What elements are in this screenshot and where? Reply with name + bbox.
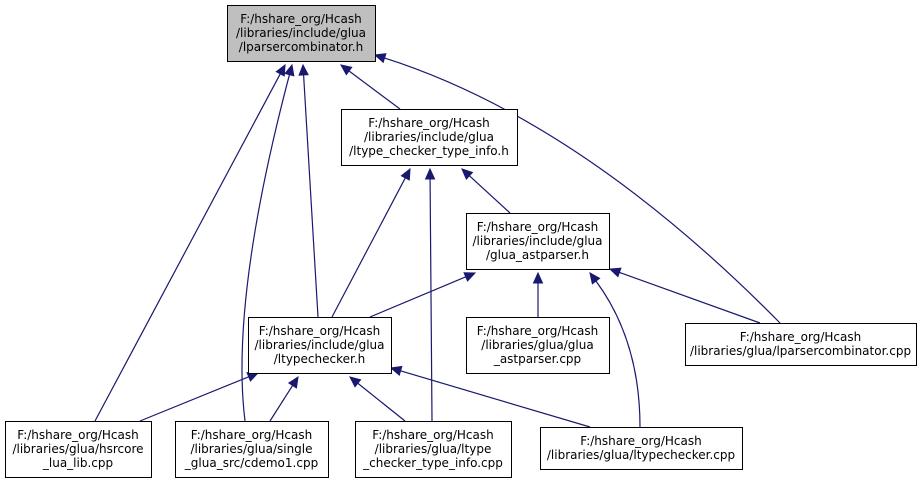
arrowhead-icon (298, 63, 309, 76)
node-box (355, 421, 512, 478)
node-root[interactable]: F:/hshare_org/Hcash/libraries/include/gl… (227, 5, 376, 62)
edge-line (331, 176, 407, 318)
node-box (248, 317, 392, 374)
node-box (341, 109, 518, 166)
arrowhead-icon (400, 167, 411, 181)
edge-root-to-cdemo_cpp (241, 63, 295, 422)
edge-line (269, 384, 294, 422)
edge-line (429, 177, 433, 422)
node-typechecker-h[interactable]: F:/hshare_org/Hcash/libraries/include/gl… (248, 317, 392, 374)
edge-line (356, 382, 406, 422)
node-label-line: /libraries/include/glua (236, 26, 366, 40)
arrowhead-icon (340, 64, 353, 76)
arrowhead-icon (461, 168, 474, 180)
edge-line (94, 72, 282, 422)
node-label-line: F:/hshare_org/Hcash (191, 428, 312, 442)
edge-line (594, 279, 641, 428)
edge-line (383, 57, 781, 324)
arrowhead-icon (463, 272, 477, 282)
edge-typechecker_h-to-typeinfo_cpp (349, 376, 406, 422)
node-label-line: F:/hshare_org/Hcash (477, 220, 598, 234)
edge-root-to-typechecker_h (298, 63, 319, 318)
node-label-line: /libraries/include/glua (255, 338, 385, 352)
arrowhead-icon (287, 375, 299, 389)
edge-line (241, 73, 291, 422)
node-label-line: /glua_astparser.h (486, 248, 589, 262)
edge-typechecker_h-to-typechecker_cpp (389, 365, 591, 428)
node-label-line: /libraries/glua/lparsercombinator.cpp (690, 344, 911, 358)
node-label-line: F:/hshare_org/Hcash (17, 428, 138, 442)
node-label-line: _lua_lib.cpp (42, 456, 113, 470)
edge-astparser_h-to-typechecker_h (369, 272, 477, 318)
arrowhead-icon (275, 63, 286, 77)
edge-typeinfo_h-to-typeinfo_cpp (424, 167, 436, 422)
edge-root-to-lparsercomb_cpp (373, 53, 781, 324)
node-label-line: /libraries/glua/hsrcore (12, 442, 143, 456)
edge-line (618, 271, 761, 324)
node-label-line: /libraries/glua/glua (481, 338, 593, 352)
edge-typeinfo_h-to-typechecker_h (331, 167, 411, 318)
node-label-line: /libraries/include/glua (364, 130, 494, 144)
node-cdemo-cpp[interactable]: F:/hshare_org/Hcash/libraries/glua/singl… (175, 421, 329, 478)
node-typechecker-cpp[interactable]: F:/hshare_org/Hcash/libraries/glua/ltype… (540, 427, 743, 470)
arrowhead-icon (349, 376, 362, 388)
node-typeinfo-cpp[interactable]: F:/hshare_org/Hcash/libraries/glua/ltype… (355, 421, 512, 478)
node-label-line: F:/hshare_org/Hcash (240, 12, 361, 26)
edges-layer (94, 53, 781, 428)
edge-typechecker_h-to-hsrcore_cpp (139, 372, 260, 422)
node-label-line: /ltype_checker_type_info.h (349, 144, 509, 158)
node-box (175, 421, 329, 478)
edge-line (139, 375, 250, 422)
node-box (685, 323, 917, 366)
arrowhead-icon (589, 272, 601, 285)
node-label-line: /ltypechecker.h (274, 352, 366, 366)
edge-astparser_h-to-lparsercomb_cpp (608, 267, 761, 324)
node-label-line: _checker_type_info.cpp (362, 456, 503, 470)
arrowhead-icon (532, 271, 544, 284)
node-lparsercomb-cpp[interactable]: F:/hshare_org/Hcash/libraries/glua/lpars… (685, 323, 917, 366)
node-label-line: /libraries/include/glua (473, 234, 603, 248)
nodes-layer: F:/hshare_org/Hcash/libraries/include/gl… (5, 5, 917, 478)
edge-line (399, 369, 591, 428)
edge-astparser_h-to-typechecker_cpp (589, 272, 641, 428)
edge-line (302, 73, 319, 318)
node-box (466, 317, 610, 374)
edge-typeinfo_h-to-astparser_h (461, 168, 511, 214)
node-box (227, 5, 376, 62)
edge-typechecker_h-to-cdemo_cpp (269, 375, 299, 422)
arrowhead-icon (284, 63, 295, 77)
arrowhead-icon (424, 167, 436, 180)
node-box (5, 421, 152, 478)
edge-root-to-hsrcore_cpp (94, 63, 286, 422)
node-label-line: F:/hshare_org/Hcash (368, 116, 489, 130)
node-label-line: F:/hshare_org/Hcash (259, 324, 380, 338)
node-typeinfo-h[interactable]: F:/hshare_org/Hcash/libraries/include/gl… (341, 109, 518, 166)
node-label-line: /libraries/glua/ltypechecker.cpp (547, 448, 735, 462)
node-label-line: F:/hshare_org/Hcash (477, 324, 598, 338)
node-box (540, 427, 743, 470)
edge-line (369, 275, 467, 318)
node-hsrcore-cpp[interactable]: F:/hshare_org/Hcash/libraries/glua/hsrco… (5, 421, 152, 478)
node-astparser-h[interactable]: F:/hshare_org/Hcash/libraries/include/gl… (466, 213, 610, 270)
node-label-line: F:/hshare_org/Hcash (372, 428, 493, 442)
arrowhead-icon (608, 267, 622, 278)
edge-root-to-typeinfo_h (340, 64, 401, 110)
node-label-line: /lparsercombinator.h (239, 40, 363, 54)
edge-line (347, 69, 401, 110)
node-label-line: F:/hshare_org/Hcash (740, 330, 861, 344)
node-label-line: /libraries/glua/single (190, 442, 312, 456)
node-astparser-cpp[interactable]: F:/hshare_org/Hcash/libraries/glua/glua_… (466, 317, 610, 374)
node-label-line: _astparser.cpp (493, 352, 581, 366)
edge-astparser_h-to-astparser_cpp (532, 271, 544, 317)
node-label-line: /libraries/glua/ltype (375, 442, 492, 456)
arrowhead-icon (389, 365, 403, 377)
arrowhead-icon (373, 53, 387, 64)
node-label-line: _glua_src/cdemo1.cpp (184, 456, 318, 470)
node-box (466, 213, 610, 270)
node-label-line: F:/hshare_org/Hcash (580, 434, 701, 448)
edge-line (468, 174, 511, 214)
